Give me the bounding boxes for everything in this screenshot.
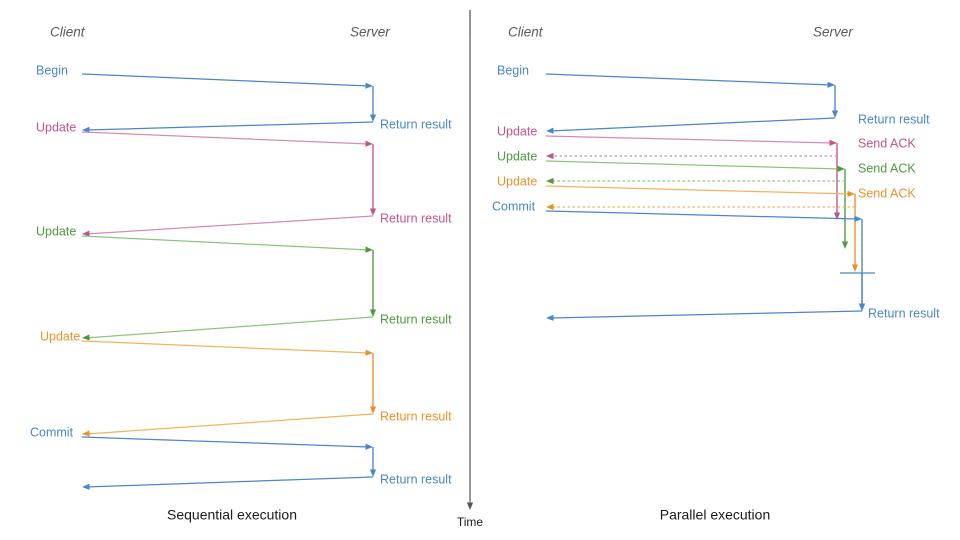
label-response-parallel-update-3: Send ACK	[858, 186, 916, 200]
time-axis-arrow-icon	[466, 502, 474, 510]
actor-label-server-parallel: Server	[813, 25, 853, 40]
arrowhead-response-sequential-update-2	[82, 334, 90, 341]
arrowhead-request-parallel-update-3	[847, 190, 855, 197]
arrowhead-response-sequential-begin	[82, 126, 90, 133]
actor-label-client-parallel: Client	[508, 25, 544, 40]
arrowhead-response-sequential-update-3	[82, 430, 90, 437]
label-request-sequential-update-1: Update	[36, 120, 76, 134]
label-request-sequential-commit: Commit	[30, 425, 74, 439]
actor-label-client-sequential: Client	[50, 25, 86, 40]
arrowhead-request-parallel-update-2	[837, 165, 845, 172]
message-request-parallel-commit	[545, 210, 859, 220]
label-request-sequential-update-2: Update	[36, 224, 76, 238]
arrowhead-request-parallel-update-1	[829, 139, 837, 146]
arrowhead-lifeline-parallel-begin	[831, 110, 839, 118]
label-response-parallel-begin: Return result	[858, 112, 930, 126]
arrowhead-request-parallel-commit	[854, 215, 862, 222]
label-request-parallel-update-1: Update	[497, 124, 537, 138]
label-request-sequential-begin: Begin	[36, 63, 68, 77]
message-response-parallel-begin	[549, 117, 836, 132]
label-request-parallel-commit: Commit	[492, 199, 536, 213]
message-response-sequential-update-2	[85, 316, 374, 339]
arrowhead-response-parallel-commit	[546, 314, 554, 321]
arrowhead-request-sequential-update-1	[365, 140, 373, 147]
message-request-sequential-commit	[81, 436, 370, 448]
arrowhead-lifeline-sequential-commit	[369, 469, 377, 477]
message-request-parallel-begin	[545, 73, 832, 86]
label-response-sequential-commit: Return result	[380, 472, 452, 486]
arrowhead-request-sequential-update-3	[365, 349, 373, 356]
label-request-parallel-begin: Begin	[497, 63, 529, 77]
message-response-sequential-update-3	[85, 413, 374, 435]
label-response-sequential-update-2: Return result	[380, 312, 452, 326]
label-request-parallel-update-2: Update	[497, 149, 537, 163]
message-request-sequential-begin	[81, 73, 370, 87]
label-response-parallel-update-1: Send ACK	[858, 136, 916, 150]
message-request-parallel-update-2	[545, 160, 842, 170]
arrowhead-lifeline-sequential-update-1	[369, 208, 377, 216]
message-response-parallel-commit	[549, 310, 863, 319]
arrowhead-lifeline-parallel-update-3	[851, 264, 859, 272]
message-response-sequential-update-1	[85, 215, 374, 235]
panel-caption-parallel: Parallel execution	[660, 507, 771, 523]
message-response-sequential-begin	[85, 121, 374, 131]
message-request-sequential-update-3	[81, 340, 370, 354]
label-request-sequential-update-3: Update	[40, 329, 80, 343]
arrowhead-response-sequential-commit	[82, 483, 90, 490]
arrowhead-lifeline-sequential-begin	[369, 114, 377, 122]
message-response-sequential-commit	[85, 476, 374, 488]
arrowhead-lifeline-sequential-update-2	[369, 309, 377, 317]
label-request-parallel-update-3: Update	[497, 174, 537, 188]
label-response-parallel-update-2: Send ACK	[858, 161, 916, 175]
label-response-sequential-update-1: Return result	[380, 211, 452, 225]
arrowhead-response-parallel-update-1	[546, 152, 554, 160]
arrowhead-lifeline-parallel-update-2	[841, 241, 849, 249]
message-request-parallel-update-1	[545, 135, 834, 144]
arrowhead-response-parallel-update-2	[546, 177, 554, 185]
panel-caption-sequential: Sequential execution	[167, 507, 297, 523]
time-axis-label: Time	[457, 515, 484, 529]
arrowhead-request-parallel-begin	[827, 81, 835, 88]
label-response-parallel-commit: Return result	[868, 306, 940, 320]
arrowhead-response-parallel-update-3	[546, 203, 554, 211]
arrowhead-response-sequential-update-1	[82, 230, 90, 237]
arrowhead-barrier-parallel-commit	[858, 303, 866, 311]
arrowhead-request-sequential-update-2	[365, 246, 373, 253]
arrowhead-lifeline-parallel-update-1	[833, 212, 841, 220]
actor-label-server-sequential: Server	[350, 25, 390, 40]
message-request-sequential-update-1	[81, 131, 370, 145]
arrowhead-request-sequential-commit	[365, 443, 373, 450]
arrowhead-response-parallel-begin	[546, 127, 554, 134]
label-response-sequential-update-3: Return result	[380, 409, 452, 423]
arrowhead-request-sequential-begin	[365, 82, 373, 89]
arrowhead-lifeline-sequential-update-3	[369, 406, 377, 414]
label-response-sequential-begin: Return result	[380, 117, 452, 131]
message-request-parallel-update-3	[545, 185, 852, 195]
message-request-sequential-update-2	[81, 235, 370, 251]
